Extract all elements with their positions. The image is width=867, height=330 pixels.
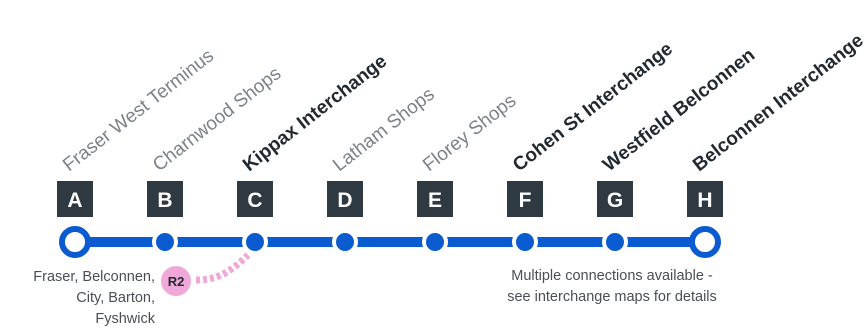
r2-connector-line bbox=[195, 252, 251, 284]
stop-marker-a[interactable] bbox=[59, 226, 91, 258]
stop-letter-c: C bbox=[247, 189, 262, 212]
stop-letter-box-c bbox=[237, 181, 273, 217]
stop-letter-box-g bbox=[597, 181, 633, 217]
stop-letter-box-e bbox=[417, 181, 453, 217]
stop-letter-box-d bbox=[327, 181, 363, 217]
stop-name-c: Kippax Interchange bbox=[239, 51, 391, 176]
interchange-note: Multiple connections available - see int… bbox=[507, 268, 717, 305]
stop-marker-g[interactable] bbox=[602, 229, 628, 255]
connection-destinations-line-3: Fyshwick bbox=[95, 311, 155, 327]
connection-destinations-line-2: City, Barton, bbox=[76, 290, 155, 306]
connection-destinations: Fraser, Belconnen, City, Barton, Fyshwic… bbox=[33, 269, 155, 327]
stop-marker-c[interactable] bbox=[242, 229, 268, 255]
r2-connection: R2 bbox=[161, 252, 251, 296]
stop-letter-g: G bbox=[607, 189, 623, 212]
stop-marker-b[interactable] bbox=[152, 229, 178, 255]
stop-marker-h[interactable] bbox=[689, 226, 721, 258]
stop-letter-a: A bbox=[67, 189, 82, 212]
stop-letter-box-b bbox=[147, 181, 183, 217]
stop-marker-f[interactable] bbox=[512, 229, 538, 255]
r2-route-label: R2 bbox=[168, 274, 185, 289]
stop-name-h: Belconnen Interchange bbox=[689, 30, 867, 176]
stop-letter-box-h bbox=[687, 181, 723, 217]
interchange-note-line-1: Multiple connections available - bbox=[511, 268, 713, 284]
stop-letter-e: E bbox=[428, 189, 442, 212]
stop-letter-h: H bbox=[697, 189, 712, 212]
stop-marker-e[interactable] bbox=[422, 229, 448, 255]
stop-letter-b: B bbox=[157, 189, 172, 212]
stop-marker-d[interactable] bbox=[332, 229, 358, 255]
stop-letter-box-f bbox=[507, 181, 543, 217]
stop-name-f: Cohen St Interchange bbox=[509, 39, 677, 176]
r2-route-badge[interactable] bbox=[161, 266, 191, 296]
stop-name-a: Fraser West Terminus bbox=[59, 45, 218, 176]
stop-name-g: Westfield Belconnen bbox=[599, 45, 759, 176]
stop-letter-box-a bbox=[57, 181, 93, 217]
stop-letter-d: D bbox=[337, 189, 352, 212]
connection-destinations-line-1: Fraser, Belconnen, bbox=[33, 269, 155, 285]
stop-letter-f: F bbox=[519, 189, 532, 212]
interchange-note-line-2: see interchange maps for details bbox=[507, 289, 717, 305]
